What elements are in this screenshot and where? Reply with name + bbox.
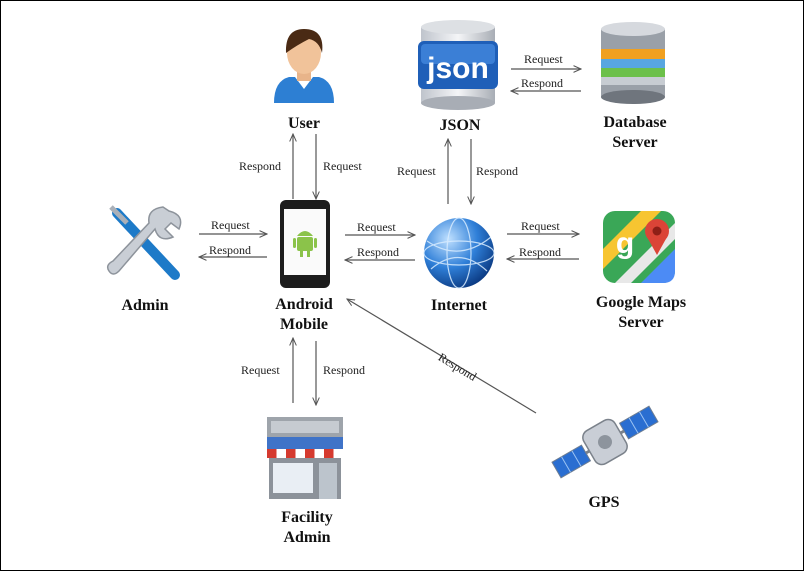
edge-label-internet-respond: Respond <box>357 245 399 259</box>
user-icon <box>274 29 334 103</box>
gps-label: GPS <box>588 494 620 511</box>
edge-label-user-respond: Respond <box>239 159 281 173</box>
edge-label-db-request: Request <box>524 52 563 66</box>
google-maps-icon: g <box>603 211 675 283</box>
facility-label: Facility Admin <box>281 509 333 546</box>
database-icon <box>601 22 665 104</box>
edge-label-google-respond: Respond <box>519 245 561 259</box>
internet-label: Internet <box>431 297 487 314</box>
user-label: User <box>288 115 320 132</box>
json-label: JSON <box>439 117 481 134</box>
edge-label-admin-respond: Respond <box>209 243 251 257</box>
admin-label: Admin <box>121 297 169 314</box>
edge-label-admin-request: Request <box>211 218 250 232</box>
google-label: Google Maps Server <box>595 294 687 331</box>
edge-label-json-request: Request <box>397 164 436 178</box>
edge-label-db-respond: Respond <box>521 76 563 90</box>
globe-icon <box>423 217 495 289</box>
satellite-icon <box>551 405 659 479</box>
database-label: Database Server <box>603 114 667 151</box>
android-phone-icon <box>280 200 330 288</box>
edge-label-internet-request: Request <box>357 220 396 234</box>
edge-label-google-request: Request <box>521 219 560 233</box>
arrow-gps-respond <box>347 299 537 414</box>
store-icon <box>267 417 343 499</box>
edge-label-facility-request: Request <box>241 363 280 377</box>
tools-icon <box>106 205 182 280</box>
svg-text:g: g <box>616 227 634 260</box>
json-icon: json <box>418 20 498 110</box>
edge-label-facility-respond: Respond <box>323 363 365 377</box>
json-logo-text: json <box>426 52 489 85</box>
edge-label-user-request: Request <box>323 159 362 173</box>
android-label: Android Mobile <box>275 296 333 333</box>
edge-label-json-respond: Respond <box>476 164 518 178</box>
